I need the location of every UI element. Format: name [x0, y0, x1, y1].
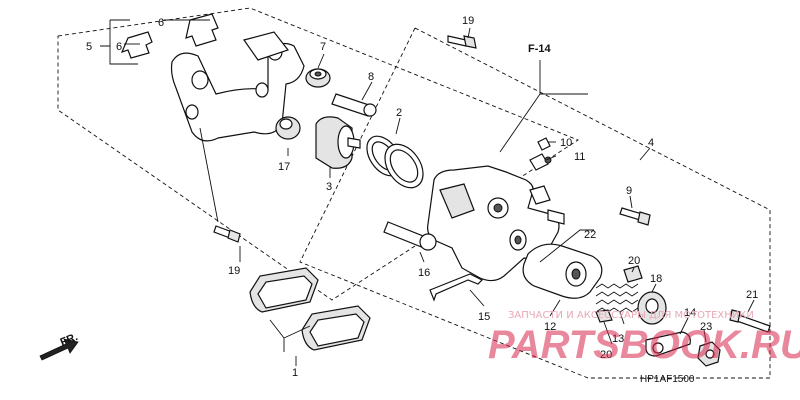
- holder-spring: [595, 283, 639, 313]
- callout-19-top: 19: [462, 15, 474, 27]
- pin-boot: [305, 68, 331, 88]
- caliper-piston: [315, 116, 361, 169]
- callout-7: 7: [320, 41, 326, 53]
- callout-8: 8: [368, 71, 374, 83]
- piston-seal-set: [366, 135, 424, 189]
- callout-17: 17: [278, 161, 290, 173]
- callout-16: 16: [418, 267, 430, 279]
- bracket-bolt-top: [447, 35, 477, 49]
- leader-lines: [100, 19, 755, 366]
- callout-2: 2: [396, 107, 402, 119]
- callout-10: 10: [560, 137, 572, 149]
- brake-pad-set: [249, 267, 371, 351]
- callout-21: 21: [746, 289, 758, 301]
- bleeder-screw: [529, 137, 552, 171]
- bracket-boot: [275, 116, 301, 140]
- callout-5: 5: [86, 41, 92, 53]
- caliper-assembly-frame: [299, 27, 771, 379]
- front-arrow-icon: [39, 338, 79, 361]
- callout-23: 23: [700, 321, 712, 333]
- caliper-bracket: [170, 31, 305, 142]
- callout-4: 4: [648, 137, 654, 149]
- bracket-bolt-bottom: [213, 225, 241, 243]
- holder-collar: [637, 291, 667, 325]
- callout-19-bottom: 19: [228, 265, 240, 277]
- callout-9: 9: [626, 185, 632, 197]
- watermark-logo: PARTSBOOK.RU: [488, 323, 800, 367]
- callout-15: 15: [478, 311, 490, 323]
- nut: [697, 341, 721, 367]
- callout-14: 14: [684, 307, 696, 319]
- callout-12: 12: [544, 321, 556, 333]
- stopper-plate: [645, 331, 691, 357]
- caliper-slide-pin: [383, 221, 437, 251]
- slide-pin: [331, 93, 377, 117]
- long-bolt: [729, 309, 771, 333]
- pin-bolt: [619, 207, 651, 226]
- small-bolt-upper: [623, 265, 643, 283]
- small-bolt-lower: [595, 309, 613, 323]
- pad-spring-clip: [120, 13, 219, 59]
- callout-3: 3: [326, 181, 332, 193]
- ref-f14: F-14: [528, 43, 552, 55]
- caliper-holder: [522, 243, 603, 299]
- callout-13: 13: [612, 333, 624, 345]
- callout-1: 1: [292, 367, 298, 379]
- callout-11: 11: [574, 151, 585, 163]
- callout-18: 18: [650, 273, 662, 285]
- caliper-body: [427, 165, 565, 282]
- callout-6-top: 6: [158, 17, 164, 29]
- diagram-code: HP1AF1500: [640, 374, 695, 385]
- callout-22: 22: [584, 229, 596, 241]
- watermark-text: ЗАПЧАСТИ И АКСЕССУАРЫ ДЛЯ МОТОТЕХНИКИ: [508, 310, 754, 321]
- callout-6-side: 6: [116, 41, 122, 53]
- pad-retainer-spring: [429, 273, 484, 302]
- callout-20-bottom: 20: [600, 349, 612, 361]
- front-label: FR.: [59, 331, 80, 349]
- callout-20-top: 20: [628, 255, 640, 267]
